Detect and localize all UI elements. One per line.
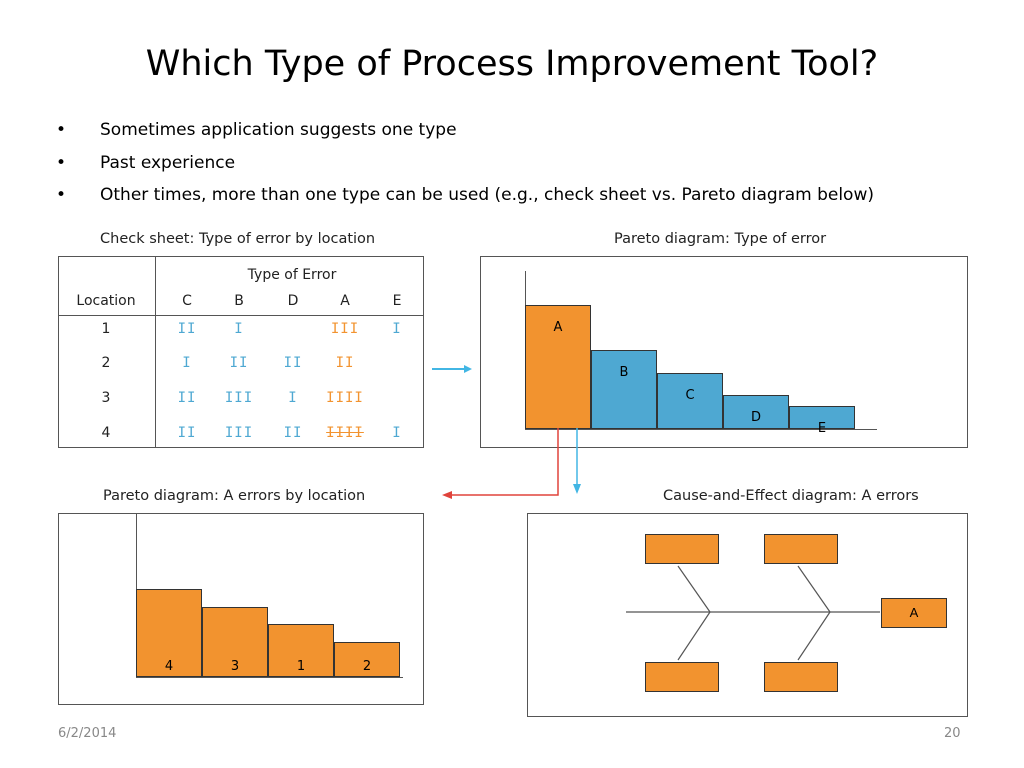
pareto-type-chart: A B C D E [480,256,968,448]
bar-label: 4 [164,659,174,674]
tally-mark: II [283,425,303,441]
bar-label: E [817,421,827,437]
tally-mark: II [177,321,197,337]
tally-mark: IIII [326,425,364,441]
bar-label: B [619,365,629,381]
pareto-bar: D [723,395,789,429]
row-location: 4 [101,425,111,441]
divider [59,315,423,316]
tally-mark: I [392,425,402,441]
pareto-bar: 2 [334,641,400,677]
bullet-item: Other times, more than one type can be u… [56,183,874,216]
column-header: B [234,293,244,309]
fishbone-lines [626,565,880,661]
pareto-bar: 4 [136,589,202,677]
bar-label: C [685,387,695,403]
cause-box [764,534,838,564]
bullet-list: Sometimes application suggests one type … [56,118,874,216]
pareto-bar: B [591,350,657,429]
footer-date: 6/2/2014 [58,726,117,741]
check-sheet-caption: Check sheet: Type of error by location [100,231,376,247]
location-header: Location [76,293,136,309]
page-number: 20 [944,726,961,741]
type-of-error-header: Type of Error [247,267,337,283]
cause-box [764,662,838,692]
column-header: D [287,293,299,309]
tally-mark: III [330,321,360,337]
divider [155,257,156,447]
pareto-location-chart: 4 3 1 2 [58,513,424,705]
bar-label: D [750,410,761,426]
effect-box: A [881,598,947,628]
tally-mark: II [177,390,197,406]
tally-mark: II [177,425,197,441]
bar-label: A [553,320,563,335]
tally-mark: I [288,390,298,406]
cause-box [645,662,719,692]
connector-arrows [442,428,581,499]
pareto-location-caption: Pareto diagram: A errors by location [103,488,366,504]
bullet-item: Past experience [56,151,874,184]
tally-mark: III [224,425,254,441]
bar-label: 2 [362,658,372,674]
tally-mark: I [182,355,192,371]
pareto-bar: 1 [268,624,334,677]
tally-mark: IIII [326,390,364,406]
row-location: 1 [101,321,111,337]
column-header: E [392,293,402,309]
bar-label: 3 [230,658,240,674]
cause-effect-diagram: A [527,513,968,717]
pareto-type-caption: Pareto diagram: Type of error [614,231,827,247]
cause-box [645,534,719,564]
x-axis-line [525,429,877,430]
pareto-bar: C [657,372,723,429]
x-axis-line [136,677,403,678]
tally-mark: II [283,355,303,371]
pareto-bar: A [525,305,591,429]
tally-mark: II [229,355,249,371]
row-location: 3 [101,390,111,406]
tally-mark: I [234,321,244,337]
column-header: A [340,293,350,309]
tally-mark: III [224,390,254,406]
column-header: C [182,293,192,309]
row-location: 2 [101,355,111,371]
pareto-bar: 3 [202,606,268,677]
bullet-item: Sometimes application suggests one type [56,118,874,151]
pareto-bar: E [789,406,855,436]
tally-mark: II [335,355,355,371]
cause-effect-caption: Cause-and-Effect diagram: A errors [663,488,919,504]
tally-mark: I [392,321,402,337]
bar-label: 1 [296,658,306,674]
slide-title: Which Type of Process Improvement Tool? [145,44,879,84]
right-arrow-icon [432,365,472,373]
